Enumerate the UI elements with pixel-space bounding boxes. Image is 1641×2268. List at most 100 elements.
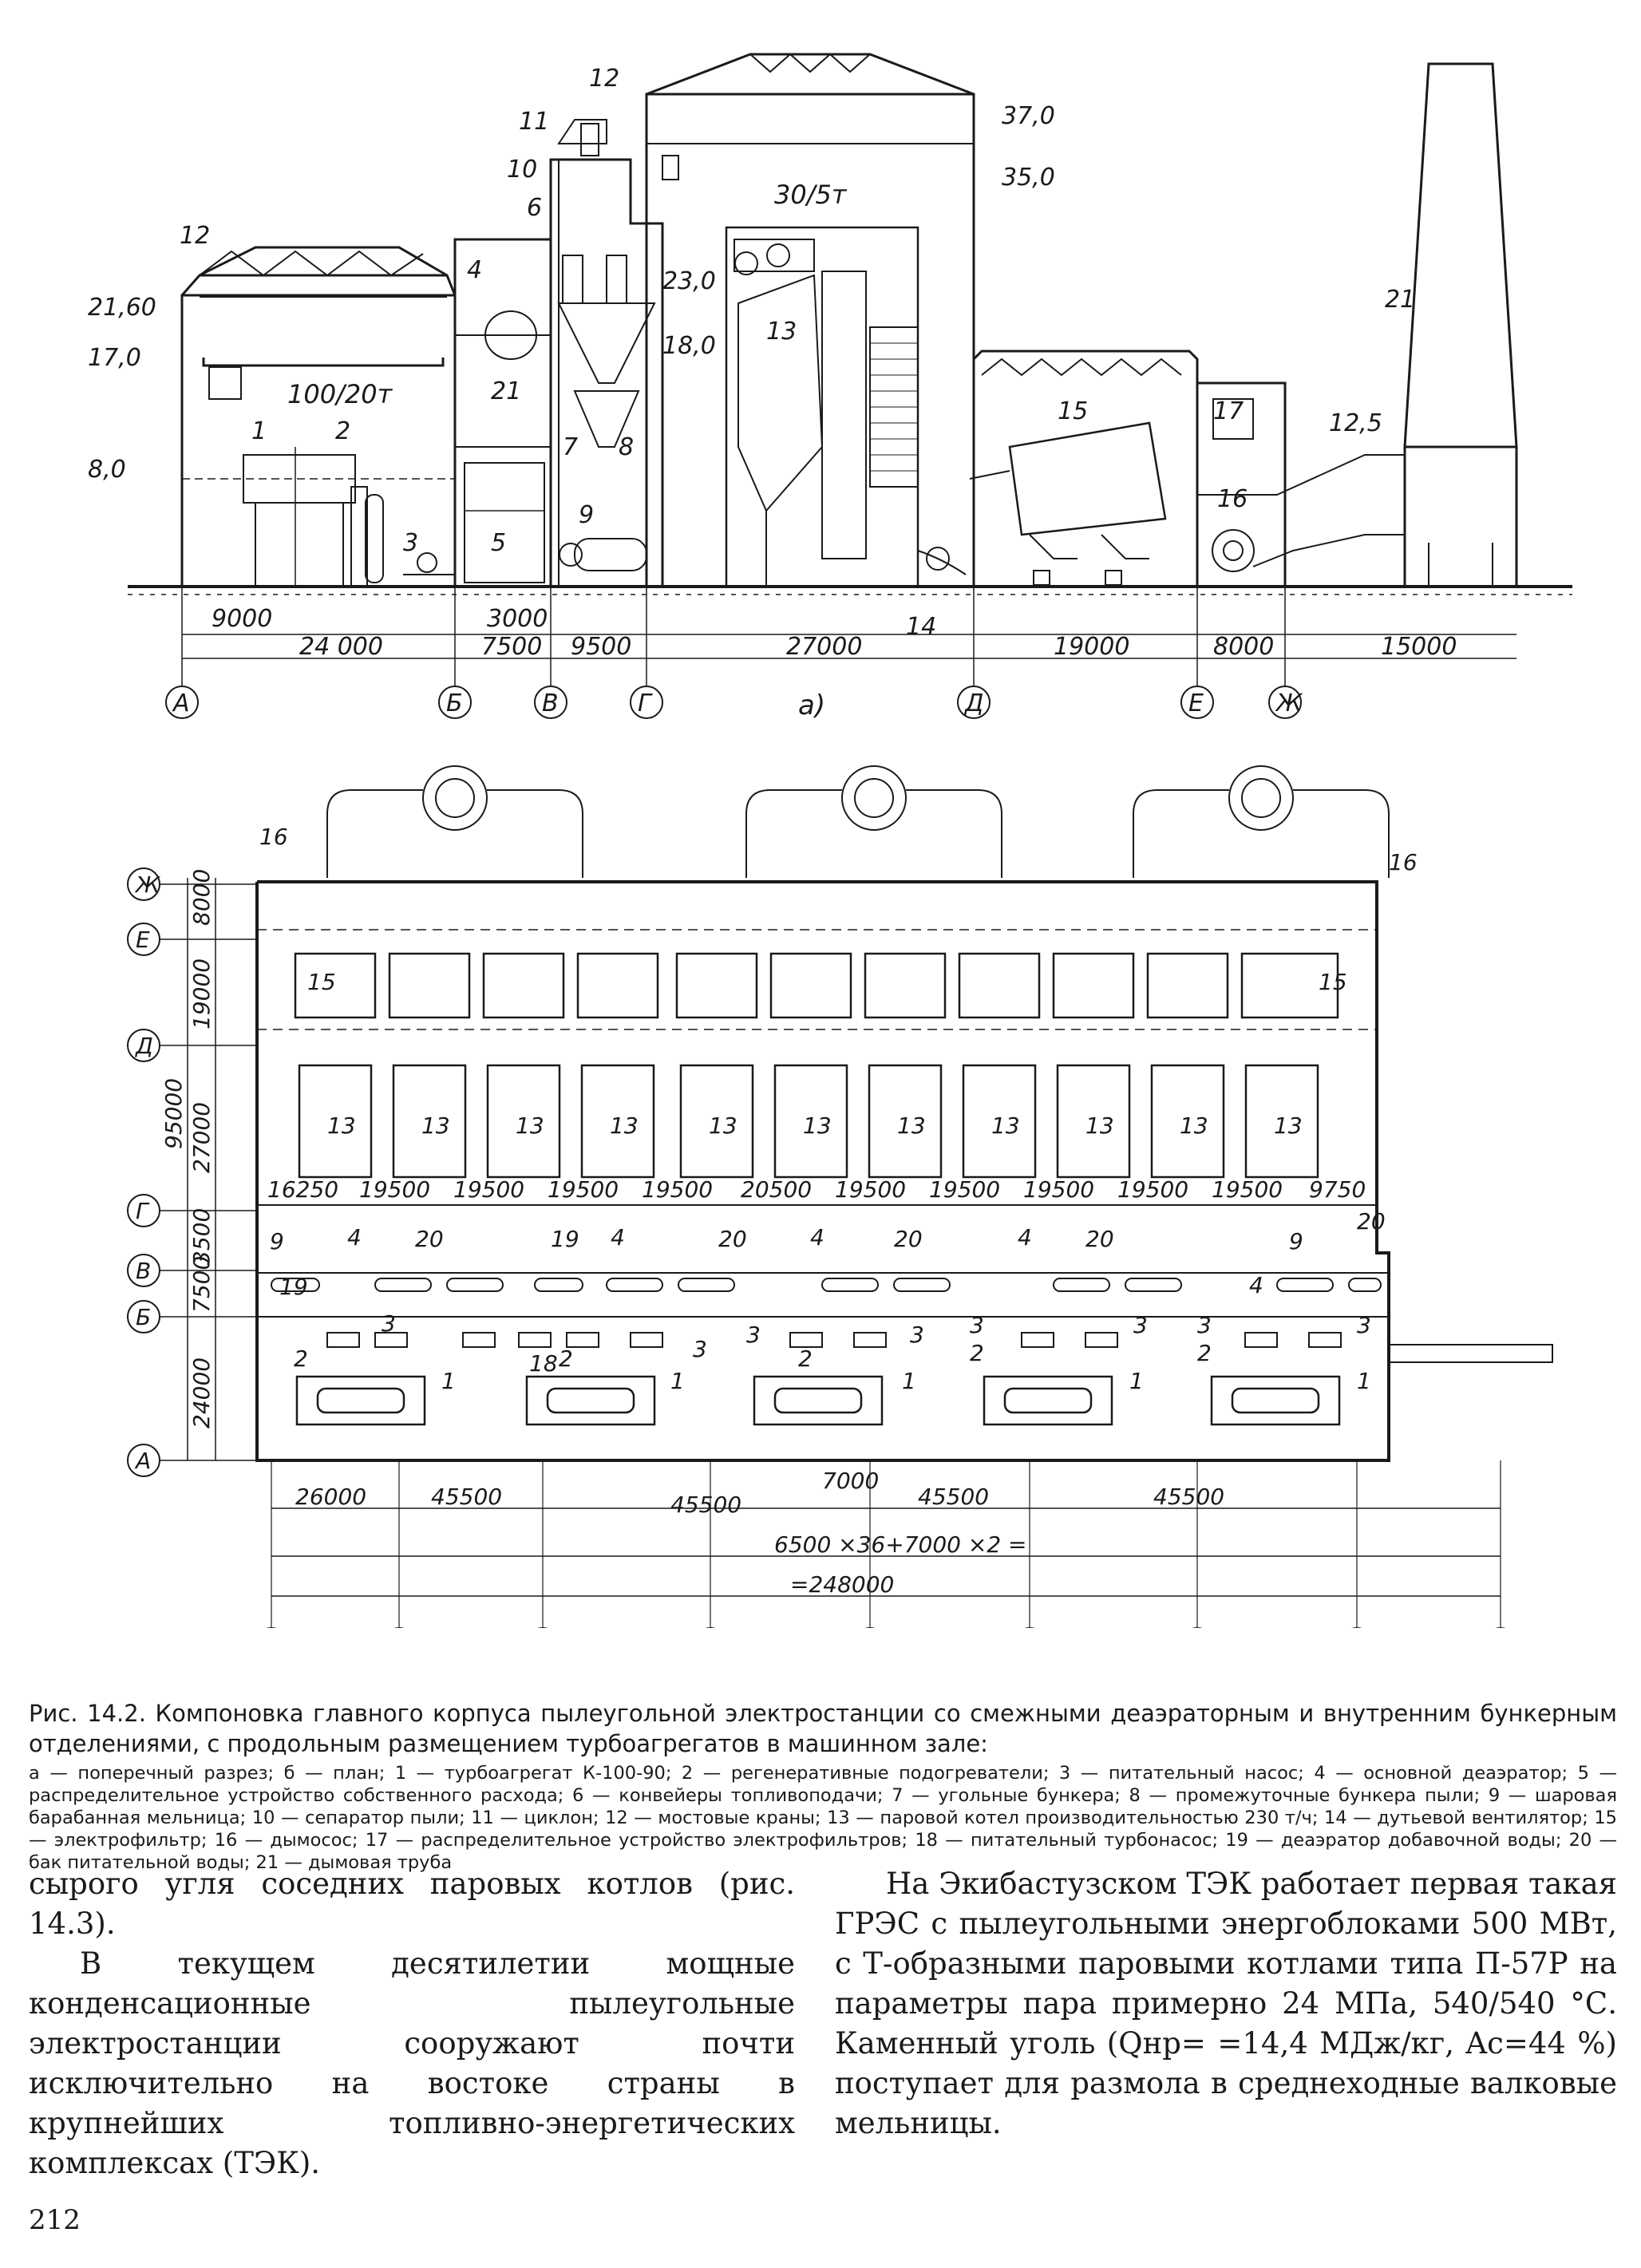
elevation-label: 17,0 — [88, 344, 141, 372]
item-number: 4 — [347, 1224, 362, 1251]
item-number: 13 — [991, 1112, 1020, 1139]
item-number: 13 — [610, 1112, 639, 1139]
row-dimension: 3500 — [188, 1208, 215, 1265]
item-number: 18 — [529, 1350, 558, 1377]
dimension-label: 7500 — [481, 633, 542, 661]
paragraph: В текущем десятилетии мощные конденсацио… — [29, 1946, 795, 2180]
row-dimension: 8000 — [188, 869, 215, 926]
item-number: 13 — [897, 1112, 926, 1139]
item-number: 4 — [467, 256, 482, 284]
item-number: 3 — [1357, 1312, 1371, 1338]
dimension-label: 9500 — [571, 633, 631, 661]
figure-14-2: 21,60 17,0 8,0 23,0 18,0 37,0 35,0 12,5 … — [88, 53, 1572, 1628]
text-column-left: сырого угля соседних паровых котлов (рис… — [29, 1864, 795, 2183]
bottom-dimension: 45500 — [1153, 1484, 1224, 1510]
item-number: 13 — [421, 1112, 450, 1139]
item-number: 20 — [894, 1226, 923, 1252]
axis-label: В — [136, 1258, 151, 1284]
item-number: 4 — [810, 1224, 824, 1251]
bay-dimension: 19500 — [1023, 1176, 1094, 1203]
elevation-label: 35,0 — [1002, 164, 1055, 192]
figure-caption: Рис. 14.2. Компоновка главного корпуса п… — [29, 1698, 1617, 1874]
item-number: 10 — [507, 156, 537, 184]
item-number: 4 — [1018, 1224, 1032, 1251]
item-number: 8 — [619, 433, 634, 461]
section-b-labels: Ж Е Д Г В Б А 8000 19000 27000 3500 7500… — [134, 824, 1506, 1628]
item-number: 13 — [1274, 1112, 1303, 1139]
item-number: 11 — [519, 108, 549, 136]
item-number: 14 — [906, 613, 936, 641]
paragraph: сырого угля соседних паровых котлов (рис… — [29, 1867, 795, 1941]
item-number: 3 — [910, 1322, 924, 1348]
item-number: 20 — [1085, 1226, 1114, 1252]
item-number: 20 — [1357, 1208, 1386, 1235]
item-number: 13 — [709, 1112, 737, 1139]
section-b-drawing — [127, 765, 1553, 1628]
axis-label: Г — [638, 689, 653, 717]
dimension-label: 19000 — [1054, 633, 1129, 661]
item-number: 21 — [491, 377, 521, 405]
item-number: 3 — [693, 1336, 707, 1362]
item-number: 9 — [1289, 1228, 1303, 1255]
dimension-label: 3000 — [487, 605, 548, 633]
item-number: 5 — [491, 529, 506, 557]
text-column-right: На Экибастузском ТЭК работает первая так… — [835, 1864, 1617, 2144]
item-number: 4 — [1249, 1272, 1263, 1298]
axis-label: Б — [136, 1304, 151, 1330]
axis-label: Д — [134, 1033, 153, 1059]
item-number: 1 — [1357, 1368, 1371, 1394]
item-number: 3 — [1133, 1312, 1148, 1338]
elevation-label: 8,0 — [88, 456, 126, 484]
bottom-dimension: 26000 — [295, 1484, 366, 1510]
elevation-label: 12,5 — [1329, 409, 1382, 437]
item-number: 17 — [1213, 397, 1244, 425]
item-number: 20 — [415, 1226, 444, 1252]
item-number: 13 — [1085, 1112, 1114, 1139]
item-number: 13 — [327, 1112, 356, 1139]
axis-label: Г — [136, 1198, 150, 1224]
bay-dimension: 19500 — [835, 1176, 906, 1203]
axis-label: А — [172, 689, 190, 717]
bay-dimension: 19500 — [1117, 1176, 1188, 1203]
bay-dimension: 19500 — [642, 1176, 713, 1203]
row-dimension: 19000 — [188, 958, 215, 1029]
item-number: 6 — [527, 194, 542, 222]
elevation-label: 21,60 — [88, 294, 156, 322]
section-a-drawing — [128, 53, 1572, 719]
dimension-label: 15000 — [1381, 633, 1457, 661]
row-dimension: 27000 — [188, 1102, 215, 1173]
bay-dimension: 19500 — [453, 1176, 524, 1203]
axis-label: Ж — [1275, 689, 1303, 717]
item-number: 1 — [902, 1368, 916, 1394]
item-number: 2 — [970, 1340, 984, 1366]
item-number: 7 — [563, 433, 578, 461]
paragraph: На Экибастузском ТЭК работает первая так… — [835, 1867, 1617, 2140]
row-dimension: 24000 — [188, 1357, 215, 1428]
caption-legend: а — поперечный разрез; б — план; 1 — тур… — [29, 1763, 1617, 1873]
axis-label: Д — [963, 689, 983, 717]
item-number: 1 — [1129, 1368, 1144, 1394]
bay-dimension: 19500 — [548, 1176, 619, 1203]
item-number: 2 — [335, 417, 350, 445]
axis-label: В — [542, 689, 559, 717]
caption-title: Рис. 14.2. Компоновка главного корпуса п… — [29, 1700, 1617, 1757]
elevation-label: 37,0 — [1002, 102, 1055, 130]
dimension-label: 8000 — [1213, 633, 1274, 661]
axis-label: Е — [1188, 689, 1204, 717]
bay-dimension: 19500 — [359, 1176, 430, 1203]
bay-dimension: 9750 — [1309, 1176, 1366, 1203]
item-number: 21 — [1385, 286, 1415, 314]
total-row-dimension: 95000 — [160, 1078, 187, 1149]
axis-label: Е — [136, 927, 150, 953]
item-number: 3 — [746, 1322, 761, 1348]
bay-dimension: 19500 — [929, 1176, 1000, 1203]
dimension-label: 24 000 — [299, 633, 383, 661]
elevation-label: 23,0 — [662, 267, 716, 295]
item-number: 12 — [589, 65, 619, 93]
item-number: 16 — [1389, 849, 1418, 875]
item-number: 15 — [307, 969, 336, 995]
dimension-formula: 6500 ×36+7000 ×2 = — [774, 1531, 1027, 1558]
item-number: 13 — [516, 1112, 544, 1139]
axis-label: Б — [446, 689, 463, 717]
row-dimension: 7500 — [188, 1256, 215, 1313]
